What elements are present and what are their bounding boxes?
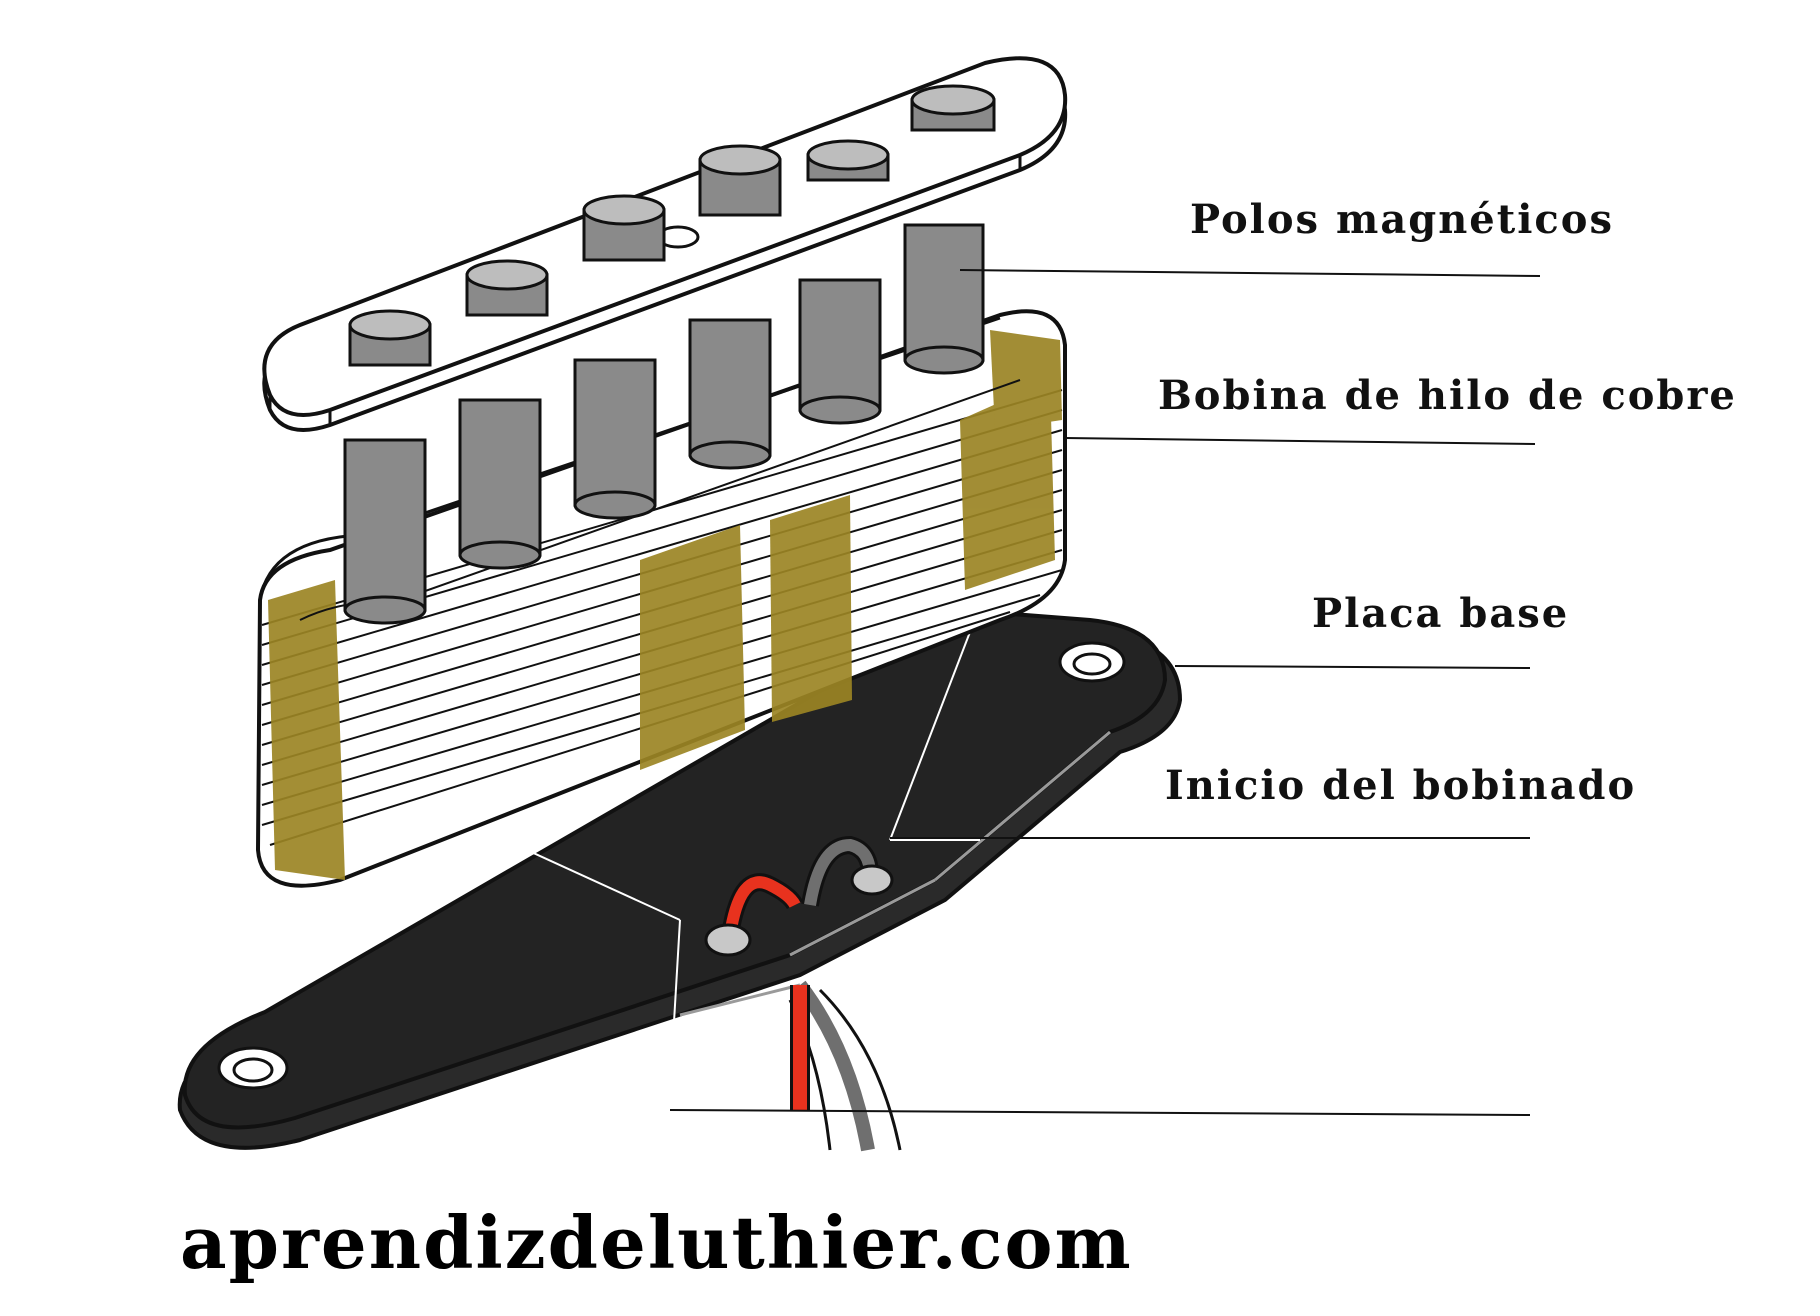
website-watermark: aprendizdeluthier.com — [180, 1200, 1133, 1285]
leader-line-pole-pieces — [959, 269, 1541, 277]
solder-joint — [704, 923, 752, 957]
label-base-plate: Placa base — [1312, 590, 1570, 637]
pole-pieces — [343, 223, 985, 625]
base-plate — [177, 607, 1183, 1150]
label-winding-start: Inicio del bobinado — [1165, 762, 1637, 809]
pole-top — [910, 84, 996, 132]
leader-line-coil — [1064, 437, 1536, 445]
mounting-hole-left — [217, 1046, 289, 1090]
pole-piece — [573, 358, 657, 520]
bobbin-top — [262, 56, 1068, 432]
pole-top — [698, 144, 782, 217]
coil-wires — [721, 835, 879, 937]
pole-piece — [688, 318, 772, 470]
pole-piece — [798, 278, 882, 425]
pole-piece — [903, 223, 985, 375]
pole-piece — [458, 398, 542, 570]
copper-coil — [255, 309, 1067, 888]
label-coil: Bobina de hilo de cobre — [1158, 372, 1737, 419]
solder-joint — [850, 864, 894, 896]
mounting-hole-right — [1058, 641, 1126, 683]
leader-line-bottom — [669, 1109, 1531, 1116]
pole-piece — [343, 438, 427, 625]
leader-line-base-plate — [1174, 665, 1531, 669]
pole-top — [348, 309, 432, 367]
pole-top — [465, 259, 549, 317]
pole-top — [582, 194, 666, 262]
pole-top — [806, 139, 890, 182]
label-pole-pieces: Polos magnéticos — [1190, 196, 1614, 243]
lead-wires — [788, 980, 902, 1152]
leader-lines — [669, 269, 1541, 1116]
